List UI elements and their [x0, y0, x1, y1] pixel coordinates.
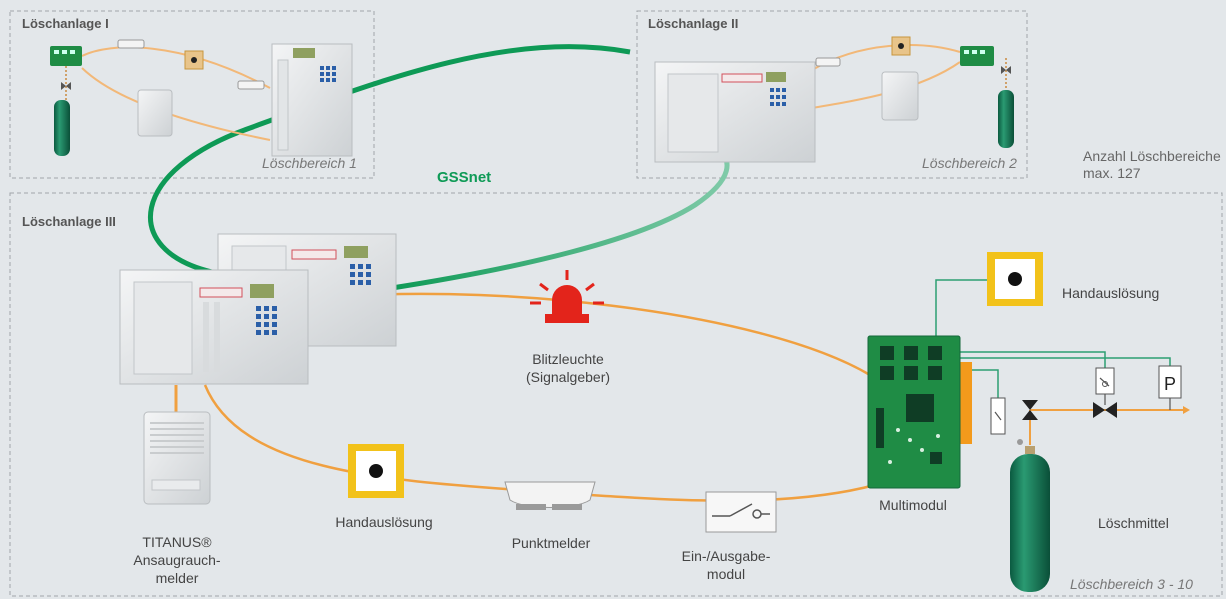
valve-icon	[1022, 400, 1038, 420]
beacon-label-line1: Blitzleuchte	[532, 351, 604, 367]
gas-cylinder-icon	[54, 100, 70, 156]
pressure-switch-label: P	[1164, 374, 1176, 394]
switch-module-icon	[705, 491, 777, 533]
manual-call-point-top-label: Handauslösung	[1062, 285, 1159, 301]
valve-icon	[61, 82, 71, 90]
pressure-switch	[1158, 365, 1182, 399]
point-detector-label: Punktmelder	[512, 535, 591, 551]
beacon-label-line2: (Signalgeber)	[526, 369, 610, 385]
manual-call-point-icon	[184, 50, 204, 70]
titanus-label-line3: melder	[156, 570, 199, 586]
area-count-note-line1: Anzahl Löschbereiche	[1083, 148, 1221, 164]
aspirating-detector-small	[881, 71, 919, 121]
anlage1-board	[50, 46, 82, 66]
anlage1-loop	[81, 46, 271, 141]
area-count-note-line2: max. 127	[1083, 165, 1141, 181]
aspirating-detector-small	[137, 89, 173, 137]
anlage3-area-label: Löschbereich 3 - 10	[1070, 576, 1193, 592]
control-panel-anlage1	[271, 43, 353, 157]
titanus-label-line1: TITANUS®	[142, 534, 212, 550]
valve-icon	[1001, 66, 1011, 74]
anlage2-area-label: Löschbereich 2	[922, 155, 1017, 171]
extinguishing-agent-label: Löschmittel	[1098, 515, 1169, 531]
anlage3-title: Löschanlage III	[22, 214, 116, 229]
anlage2-board	[960, 46, 994, 66]
manual-call-point-icon	[891, 36, 911, 56]
area-box-anlage3	[9, 192, 1223, 597]
flow-switch	[1095, 367, 1115, 395]
manual-call-point-icon	[987, 252, 1043, 306]
gssnet-cable-left	[147, 44, 631, 275]
anlage1-area-label: Löschbereich 1	[262, 155, 357, 171]
io-module-label-line2: modul	[707, 566, 745, 582]
gas-cylinder-icon	[998, 90, 1014, 148]
trigger-switch	[990, 397, 1006, 435]
area-box-anlage2	[636, 10, 1028, 179]
flashing-beacon-icon	[530, 270, 604, 323]
titanus-label-line2: Ansaugrauch-	[133, 552, 221, 568]
manual-call-point-icon	[348, 444, 404, 498]
gas-cylinder-icon	[1010, 439, 1050, 592]
io-module-label-line1: Ein-/Ausgabe-	[682, 548, 771, 564]
pipe-line	[1029, 394, 1190, 445]
anlage1-title: Löschanlage I	[22, 16, 109, 31]
smoke-detector-icon	[504, 481, 596, 510]
manual-call-point-bottom-label: Handauslösung	[335, 514, 432, 530]
titanus-detector	[143, 411, 211, 505]
valve-icon	[1093, 402, 1117, 418]
control-panel-front	[119, 269, 309, 385]
smoke-detector-icon	[117, 39, 145, 49]
multimodul-label: Multimodul	[879, 497, 947, 513]
area-box-anlage1	[9, 10, 375, 179]
gssnet-cable-right	[391, 148, 730, 291]
control-panel-anlage2	[654, 61, 816, 163]
multimodul-board	[867, 335, 972, 489]
gssnet-label: GSSnet	[437, 169, 491, 186]
anlage2-title: Löschanlage II	[648, 16, 738, 31]
control-wiring	[935, 279, 1171, 398]
smoke-detector-icon	[237, 80, 265, 90]
smoke-detector-icon	[815, 57, 841, 67]
